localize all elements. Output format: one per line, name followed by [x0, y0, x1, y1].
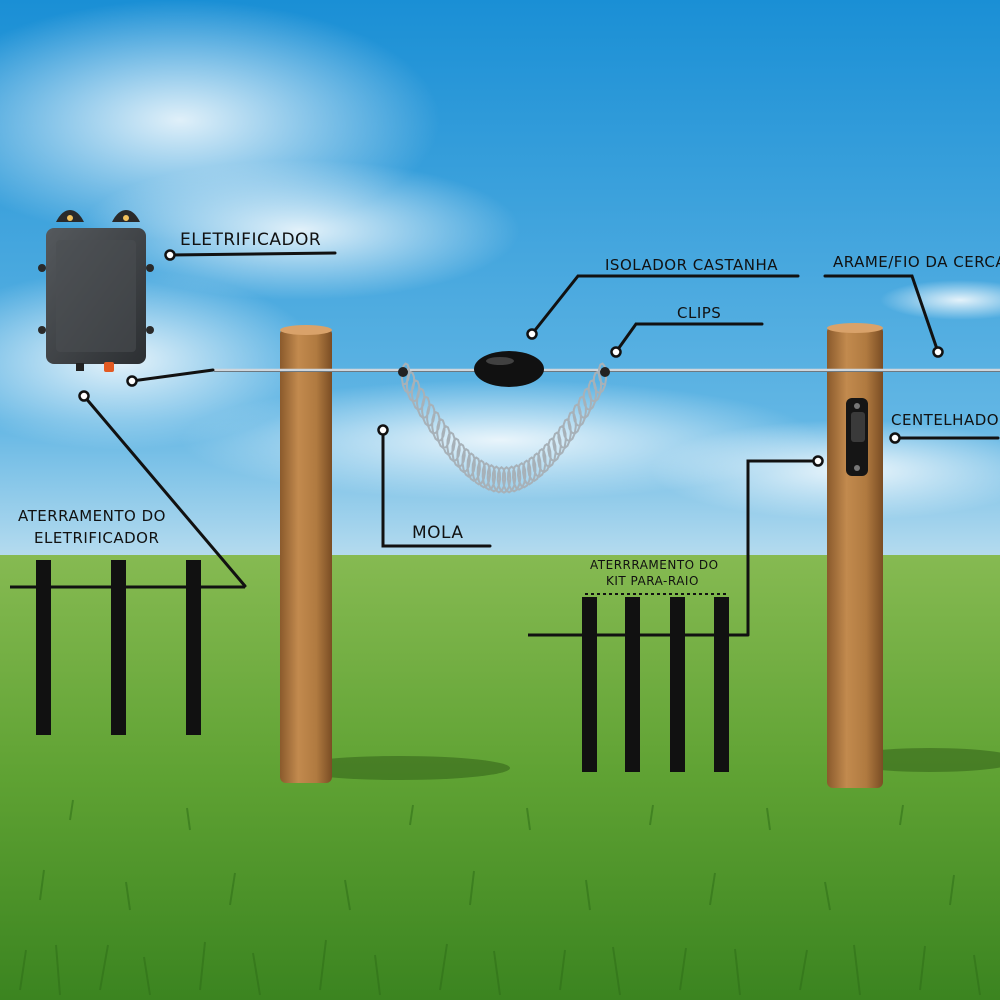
label-arame-fio: ARAME/FIO DA CERCA: [833, 253, 1000, 271]
leader-dots: [78, 249, 944, 467]
post-right: [827, 323, 883, 788]
leader-lines: [82, 251, 1000, 637]
spring-clip-right: [600, 367, 610, 377]
ground-rods-lightning-kit: [528, 593, 748, 772]
electrifier-device-icon: [38, 210, 154, 372]
label-centelhador: CENTELHADOR: [891, 411, 1000, 429]
label-aterramento-eletrificador-2: ELETRIFICADOR: [34, 529, 159, 547]
post-shadow-left: [290, 756, 510, 780]
label-aterramento-eletrificador-1: ATERRAMENTO DO: [18, 507, 166, 525]
label-eletrificador: ELETRIFICADOR: [180, 230, 321, 250]
clouds: [0, 0, 1000, 520]
label-mola: MOLA: [412, 523, 464, 543]
grass-texture: [19, 799, 981, 996]
post-left: [280, 325, 332, 783]
insulator-nut-icon: [474, 351, 544, 387]
spring-coil-icon: [400, 362, 608, 494]
label-clips: CLIPS: [677, 304, 721, 322]
spark-gap-icon: [846, 398, 868, 476]
ground-rods-electrifier: [10, 560, 245, 735]
label-aterramento-kit-1: ATERRRAMENTO DO: [590, 558, 719, 572]
label-isolador-castanha: ISOLADOR CASTANHA: [605, 256, 778, 274]
spring-clip-left: [398, 367, 408, 377]
label-aterramento-kit-2: KIT PARA-RAIO: [606, 574, 699, 588]
